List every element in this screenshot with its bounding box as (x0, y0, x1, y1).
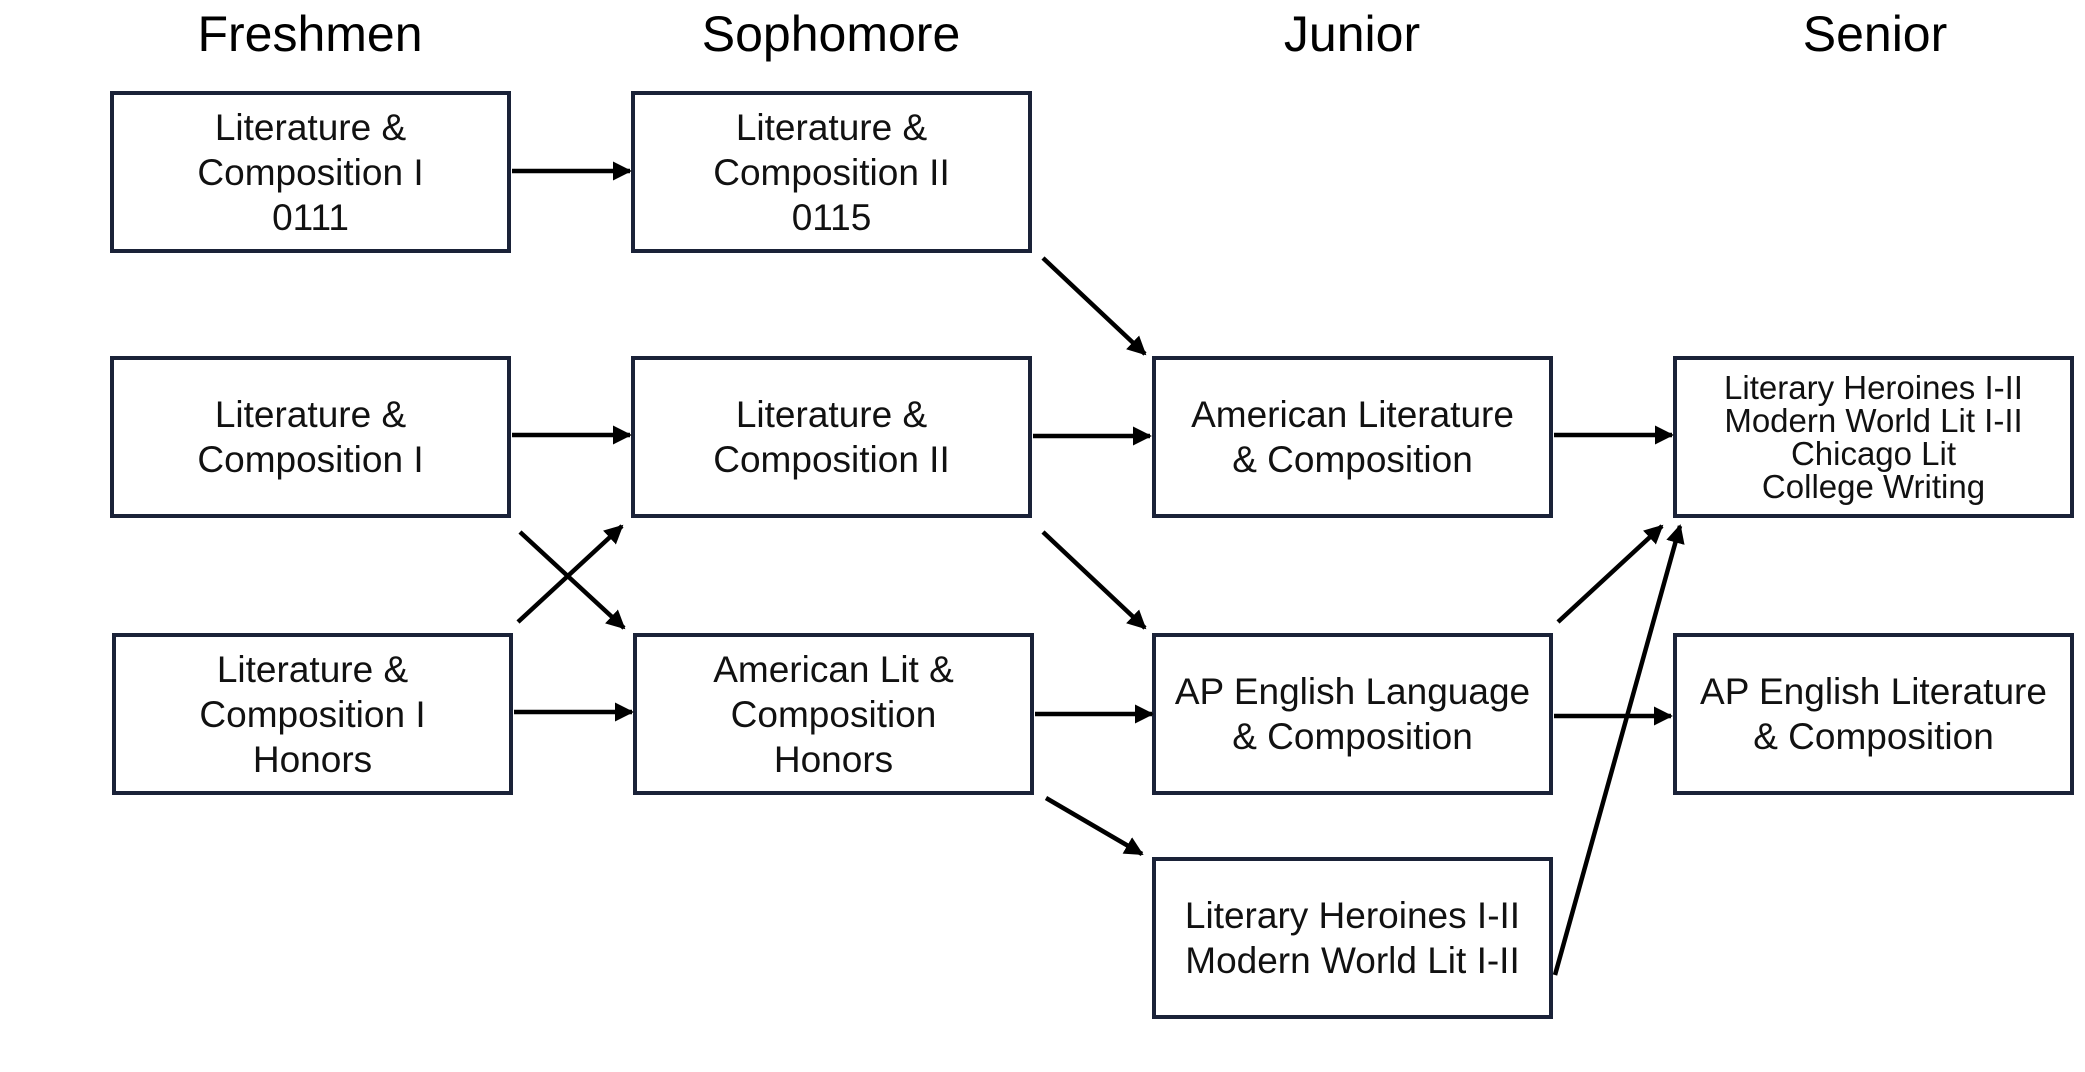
arrow-f3-to-s2 (516, 524, 624, 624)
arrow-j3-to-sr1 (1552, 524, 1685, 976)
arrow-f2-to-s3 (518, 530, 626, 630)
course-label: Literature & Composition II (713, 394, 950, 480)
course-label: American Literature & Composition (1191, 394, 1514, 480)
course-box-senior-electives: Literary Heroines I-II Modern World Lit … (1673, 356, 2074, 518)
course-label: Literature & Composition I (197, 394, 424, 480)
course-label: Literature & Composition I 0111 (197, 106, 424, 238)
column-header-senior: Senior (1802, 6, 1948, 62)
column-header-junior: Junior (1283, 6, 1421, 62)
course-box-junior-literary-heroines-modern-world: Literary Heroines I-II Modern World Lit … (1152, 857, 1553, 1019)
arrow-j2-to-sr1 (1556, 524, 1664, 624)
course-label: AP English Language & Composition (1174, 671, 1531, 757)
course-box-junior-ap-english-language: AP English Language & Composition (1152, 633, 1553, 795)
course-label: Literature & Composition I Honors (199, 648, 426, 780)
course-box-freshmen-lit-comp-i-0111: Literature & Composition I 0111 (110, 91, 511, 253)
course-label: Literature & Composition II 0115 (713, 106, 950, 238)
course-box-sophomore-lit-comp-ii-0115: Literature & Composition II 0115 (631, 91, 1032, 253)
course-label: Literary Heroines I-II Modern World Lit … (1184, 895, 1521, 981)
course-label: American Lit & Composition Honors (713, 648, 954, 780)
course-box-freshmen-lit-comp-i-honors: Literature & Composition I Honors (112, 633, 513, 795)
course-box-freshmen-lit-comp-i: Literature & Composition I (110, 356, 511, 518)
column-header-freshmen: Freshmen (197, 6, 423, 62)
arrow-s2-to-j2 (1041, 530, 1147, 630)
column-header-sophomore: Sophomore (701, 6, 961, 62)
course-label: AP English Literature & Composition (1700, 671, 2047, 757)
course-box-sophomore-american-lit-honors: American Lit & Composition Honors (633, 633, 1034, 795)
course-box-senior-ap-english-literature: AP English Literature & Composition (1673, 633, 2074, 795)
course-box-sophomore-lit-comp-ii: Literature & Composition II (631, 356, 1032, 518)
arrow-s1-to-j1 (1041, 256, 1147, 356)
course-label: Literary Heroines I-II Modern World Lit … (1724, 369, 2023, 505)
arrow-s3-to-j3 (1044, 796, 1144, 856)
course-box-junior-american-lit-comp: American Literature & Composition (1152, 356, 1553, 518)
